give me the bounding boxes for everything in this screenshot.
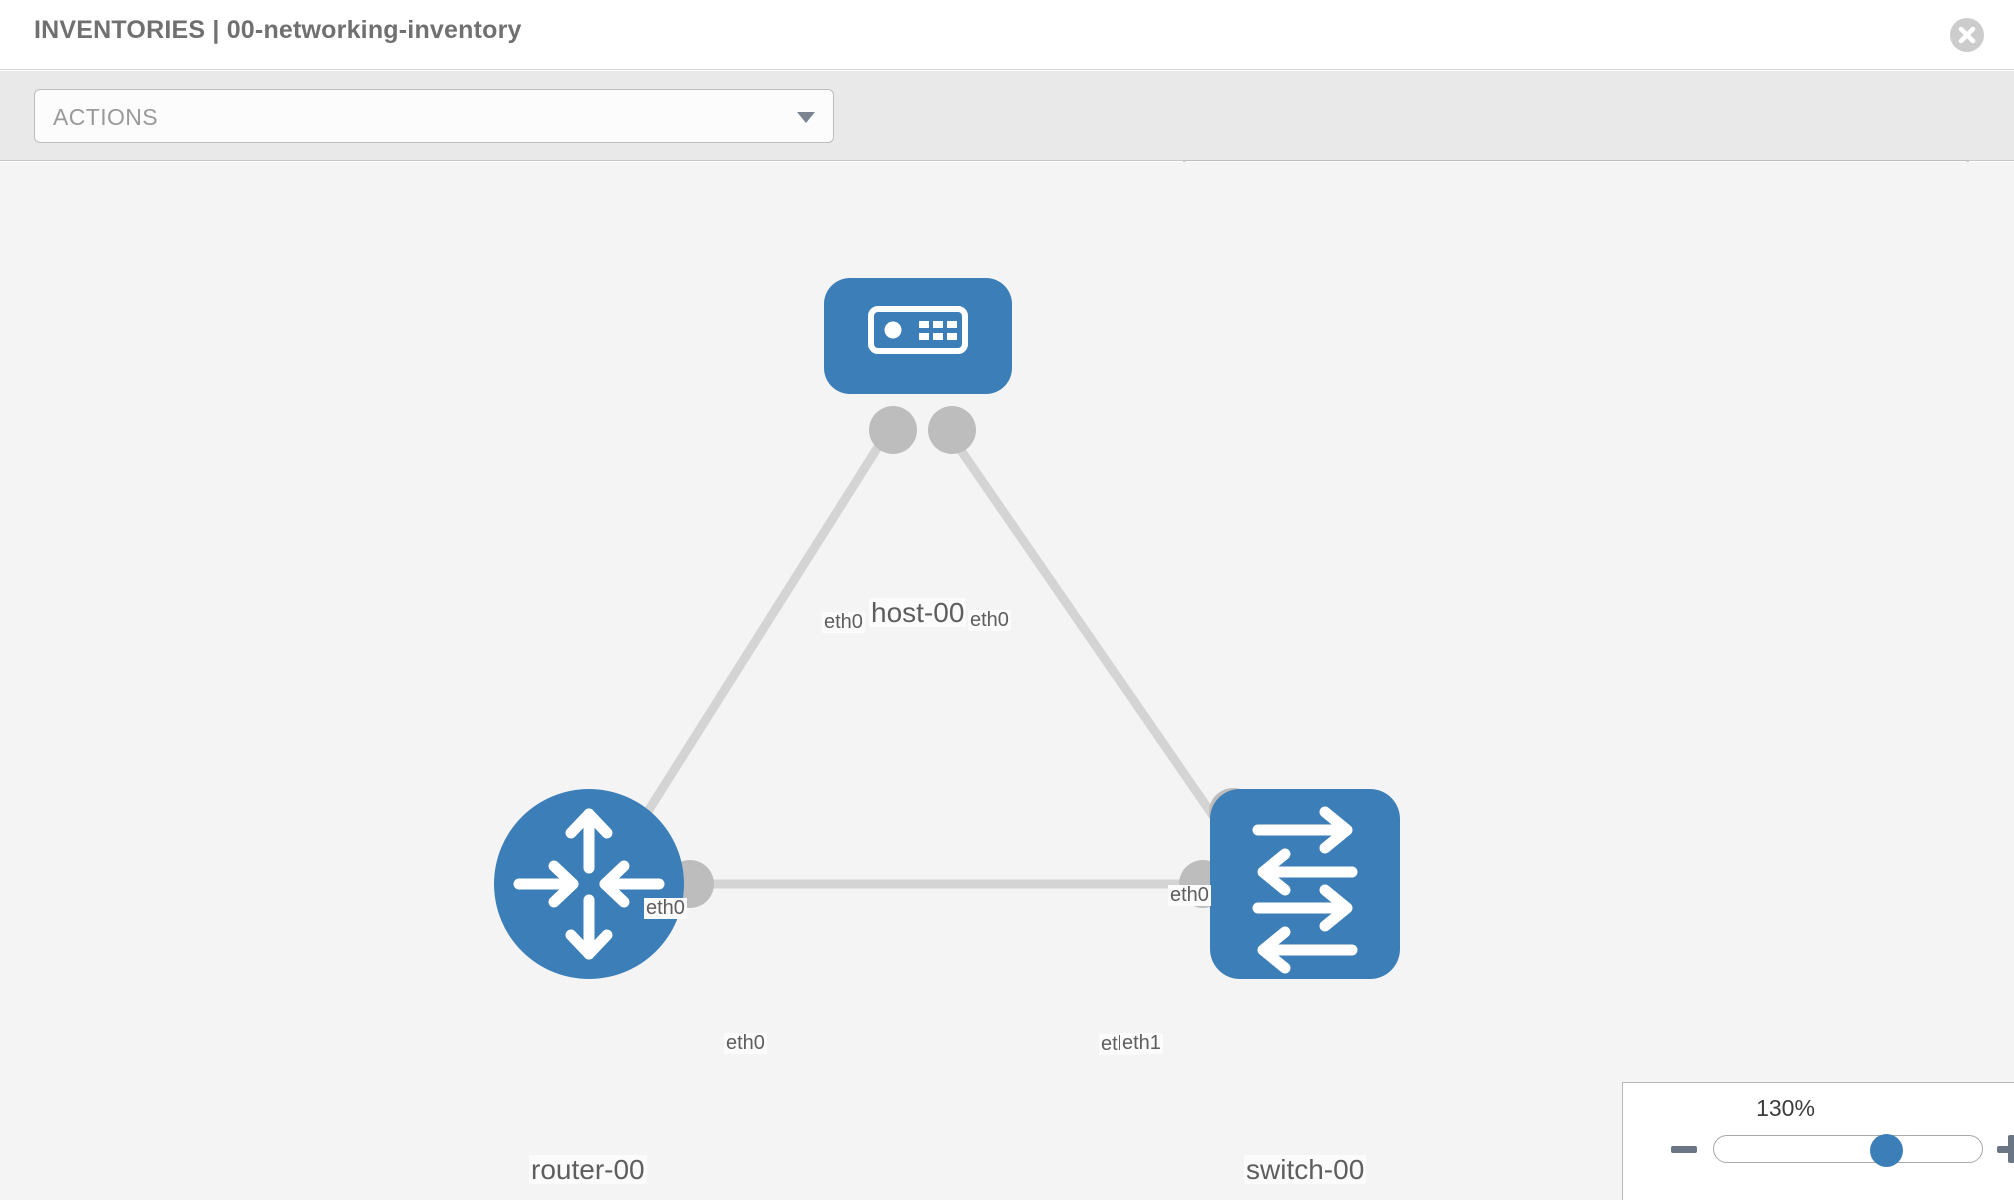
iface-label-switch-up-eth0: eth0 <box>1168 884 1211 906</box>
zoom-level-value: 130% <box>1756 1095 1815 1121</box>
connector-host-left <box>869 406 917 454</box>
zoom-out-button[interactable] <box>1671 1146 1697 1153</box>
node-host-00 <box>824 278 1012 394</box>
zoom-in-button[interactable] <box>1997 1135 2014 1163</box>
topology-graph <box>494 278 1400 979</box>
toolbar: ACTIONS SEARCH <box>0 71 2014 214</box>
server-appliance-icon <box>868 306 968 354</box>
node-label-switch-00: switch-00 <box>1244 1154 1367 1185</box>
switch-arrows-icon <box>1252 806 1358 974</box>
topology-canvas[interactable]: host-00 router-00 switch-00 eth0 eth0 et… <box>0 162 2014 1200</box>
page-title: INVENTORIES | 00-networking-inventory <box>34 16 522 44</box>
iface-label-router-right-eth0: eth0 <box>724 1032 767 1054</box>
actions-dropdown[interactable]: ACTIONS <box>34 89 834 143</box>
node-switch-00 <box>1210 789 1400 979</box>
edge-host-switch <box>936 417 1249 865</box>
topology-connectors <box>666 406 1257 908</box>
iface-label-router-up-eth0: eth0 <box>644 897 687 919</box>
edge-host-router <box>612 417 899 865</box>
chevron-down-icon <box>797 112 815 123</box>
actions-dropdown-label: ACTIONS <box>53 104 159 130</box>
page-header: INVENTORIES | 00-networking-inventory <box>0 0 2014 70</box>
close-icon[interactable] <box>1950 18 1984 52</box>
zoom-slider-track[interactable] <box>1713 1135 1983 1163</box>
node-label-router-00: router-00 <box>529 1154 647 1185</box>
node-label-host-00: host-00 <box>869 597 967 628</box>
iface-label-host-left-eth0: eth0 <box>822 611 865 633</box>
connector-host-right <box>928 406 976 454</box>
router-arrows-icon <box>513 808 665 960</box>
iface-label-host-right-eth0: eth0 <box>968 609 1011 631</box>
node-router-00 <box>494 789 684 979</box>
zoom-control-panel: 130% <box>1622 1082 2014 1200</box>
zoom-slider-thumb[interactable] <box>1870 1134 1903 1167</box>
iface-label-switch-left-eth1: eth1 <box>1120 1032 1163 1054</box>
topology-edges <box>612 417 1249 889</box>
